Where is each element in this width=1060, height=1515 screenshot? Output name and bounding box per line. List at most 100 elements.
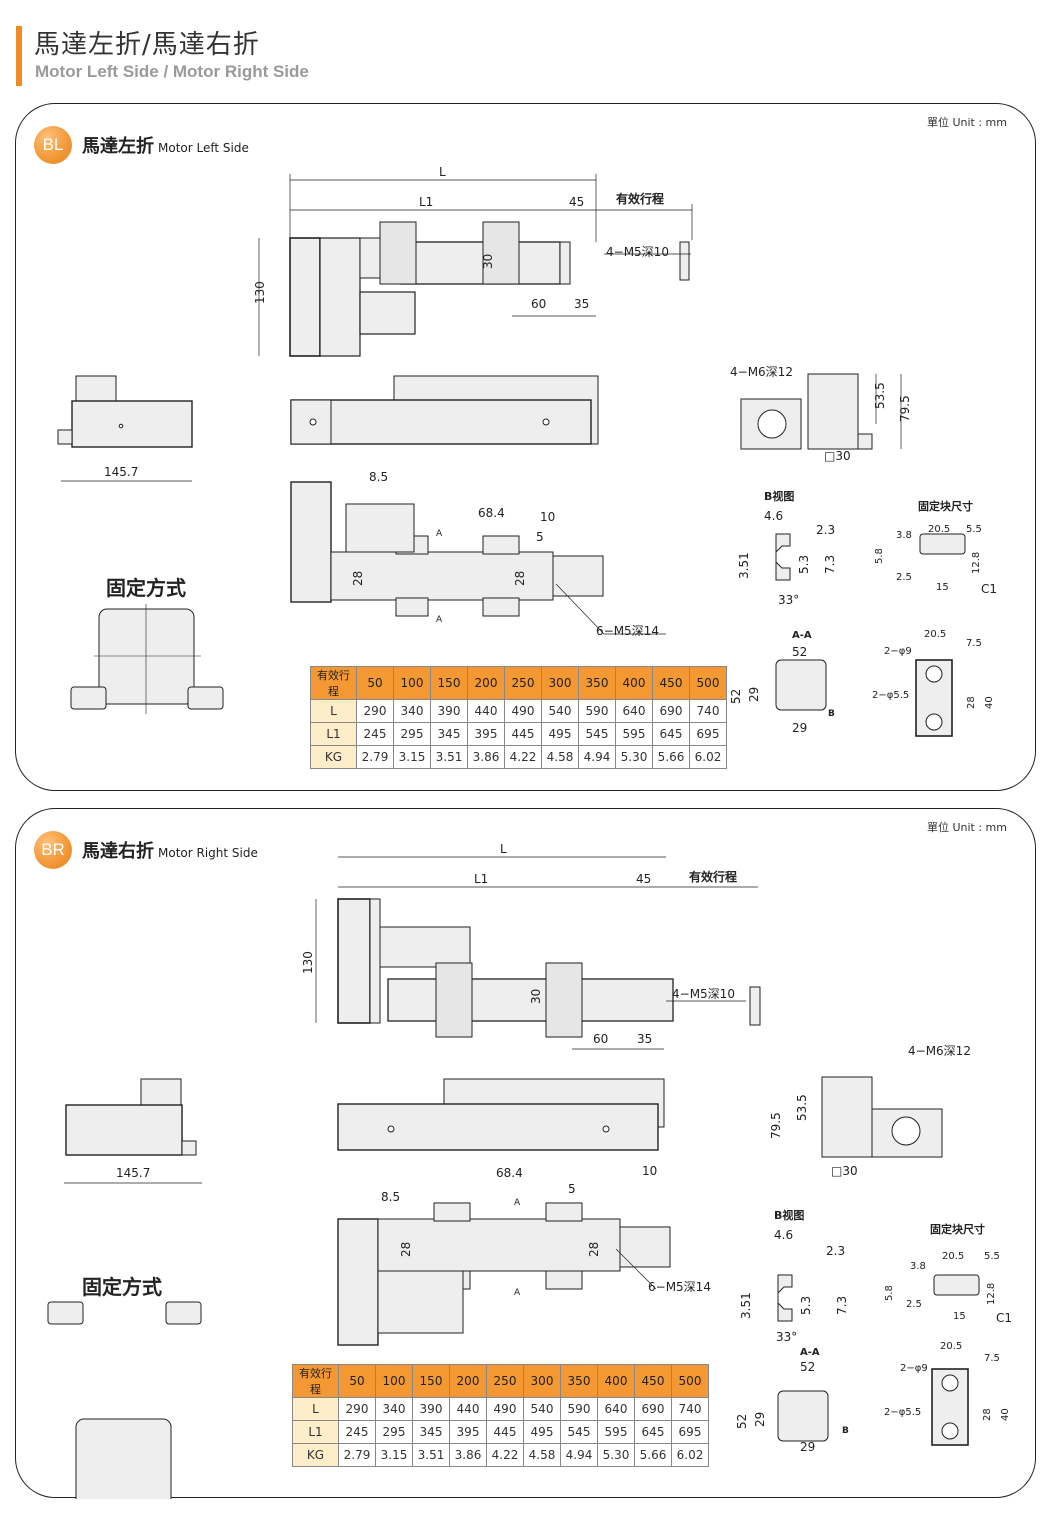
dim-a-52-side: 52 (729, 689, 743, 704)
bottom-view (290, 481, 604, 617)
dim-k-3-8: 3.8 (910, 1261, 926, 1272)
table-cell: 290 (338, 1397, 376, 1421)
dim-b-7-3: 7.3 (823, 555, 837, 574)
dim-square-30: □30 (831, 1164, 858, 1178)
spec-header-row: 有效行程 50 100 150 200 250 300 350 400 450 … (292, 1364, 709, 1398)
dim-a-29-bottom: 29 (800, 1440, 815, 1454)
table-cell: 245 (356, 722, 394, 746)
table-cell: 6.02 (671, 1443, 709, 1467)
table-cell: 590 (560, 1397, 598, 1421)
dim-b-33deg: 33° (776, 1330, 797, 1344)
table-cell: 295 (393, 722, 431, 746)
table-cell: 595 (597, 1420, 635, 1444)
dim-k-2-5: 2.5 (906, 1299, 922, 1310)
dim-a-52-top: 52 (792, 645, 807, 659)
table-cell: 4.22 (486, 1443, 524, 1467)
dim-k-15: 15 (953, 1311, 966, 1322)
section-mark-a-bottom: A (436, 615, 443, 625)
table-cell: 440 (449, 1397, 487, 1421)
stroke-col: 150 (412, 1364, 450, 1398)
dim-p-7-5: 7.5 (966, 638, 982, 649)
dim-p-7-5: 7.5 (984, 1353, 1000, 1364)
dim-8-5: 8.5 (369, 470, 388, 484)
table-cell: 4.22 (504, 745, 542, 769)
table-cell: 3.15 (393, 745, 431, 769)
dim-b-2-3: 2.3 (816, 523, 835, 537)
stroke-col: 250 (486, 1364, 524, 1398)
page-title: 馬達左折/馬達右折 (34, 30, 260, 60)
profile-drawings (775, 533, 966, 737)
table-cell: 645 (652, 722, 690, 746)
stroke-col: 450 (634, 1364, 672, 1398)
dim-130: 130 (253, 281, 267, 304)
table-cell: 490 (504, 699, 542, 723)
dim-a-29-side: 29 (747, 687, 761, 702)
label-b-detail: B (842, 1426, 849, 1436)
table-cell: 545 (578, 722, 616, 746)
dim-L1: L1 (419, 195, 433, 209)
stroke-col: 400 (597, 1364, 635, 1398)
fixing-method-drawing (47, 1301, 202, 1499)
dim-53-5: 53.5 (795, 1094, 809, 1121)
dim-b-7-3: 7.3 (835, 1296, 849, 1315)
dim-p-28: 28 (982, 1408, 993, 1421)
unit-label: 單位 Unit : mm (926, 821, 1007, 834)
table-cell: 695 (671, 1420, 709, 1444)
dim-k-15: 15 (936, 582, 949, 593)
dim-30: 30 (481, 254, 495, 269)
dim-145-7: 145.7 (116, 1166, 150, 1180)
side-view (337, 1078, 665, 1151)
stroke-col: 300 (523, 1364, 561, 1398)
dim-b-5-3: 5.3 (797, 555, 811, 574)
dim-10: 10 (540, 510, 555, 524)
table-cell: 340 (375, 1397, 413, 1421)
row-label: KG (310, 745, 357, 769)
dimension-lines (64, 856, 758, 1290)
row-label: L1 (292, 1420, 339, 1444)
dim-k-5-5: 5.5 (984, 1251, 1000, 1262)
dim-b-4-6: 4.6 (764, 509, 783, 523)
dim-L1: L1 (474, 872, 488, 886)
table-cell: 445 (504, 722, 542, 746)
label-section-aa: A-A (792, 630, 812, 641)
dim-79-5: 79.5 (898, 395, 912, 422)
section-mark-a-top: A (514, 1198, 521, 1208)
label-b-view: B视图 (774, 1208, 804, 1222)
side-view (290, 375, 599, 445)
stroke-col: 50 (338, 1364, 376, 1398)
stroke-col: 450 (652, 666, 690, 700)
table-cell: 2.79 (338, 1443, 376, 1467)
stroke-col: 350 (578, 666, 616, 700)
dim-45: 45 (636, 872, 651, 886)
label-b-detail: B (828, 709, 835, 719)
table-cell: 4.58 (541, 745, 579, 769)
table-cell: 690 (634, 1397, 672, 1421)
stroke-col: 100 (375, 1364, 413, 1398)
stroke-col: 500 (671, 1364, 709, 1398)
dim-28-right: 28 (513, 571, 527, 586)
end-view-right (821, 1076, 943, 1158)
dimension-lines (61, 174, 902, 635)
dim-a-52-top: 52 (800, 1360, 815, 1374)
label-tap-top: 4−M5深10 (672, 987, 735, 1001)
table-cell: 395 (449, 1420, 487, 1444)
dim-68-4: 68.4 (496, 1166, 523, 1180)
bottom-view (337, 1202, 671, 1346)
table-cell: 5.30 (597, 1443, 635, 1467)
label-p-phi9: 2−φ9 (884, 646, 912, 657)
dim-28-left: 28 (399, 1242, 413, 1257)
table-cell: 340 (393, 699, 431, 723)
dim-53-5: 53.5 (873, 382, 887, 409)
dim-k-2-5: 2.5 (896, 572, 912, 583)
label-tap-top: 4−M5深10 (606, 245, 669, 259)
dim-68-4: 68.4 (478, 506, 505, 520)
row-label: L (310, 699, 357, 723)
label-tap-bottom: 6−M5深14 (648, 1280, 711, 1294)
dim-28-right: 28 (587, 1242, 601, 1257)
table-cell: 6.02 (689, 745, 727, 769)
table-cell: 245 (338, 1420, 376, 1444)
